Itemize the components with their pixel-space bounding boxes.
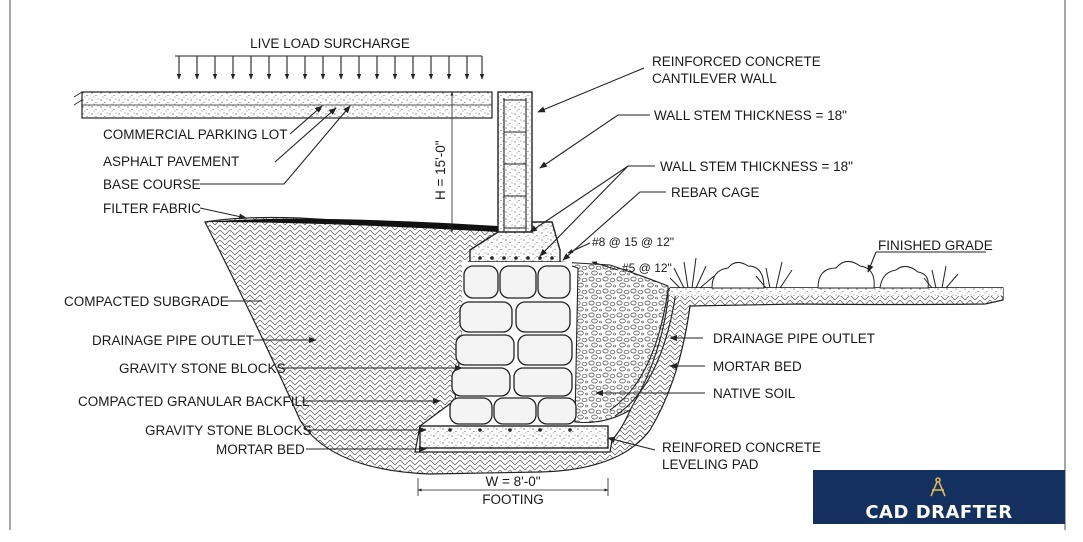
rebar-8-label: #8 @ 15 @ 12" <box>592 235 674 249</box>
heel-rebar-dots <box>478 256 554 260</box>
landscape-plants <box>669 257 959 289</box>
gravity-blocks-label-2: GRAVITY STONE BLOCKS <box>145 423 312 438</box>
drainage-left-label: DRAINAGE PIPE OUTLET <box>92 333 254 348</box>
base-course-label: BASE COURSE <box>103 177 201 192</box>
compass-icon <box>930 477 946 497</box>
finished-grade-topsoil <box>670 288 1003 296</box>
live-load-label: LIVE LOAD SURCHARGE <box>250 36 410 51</box>
drainage-channel-outer <box>614 291 677 417</box>
leveling-pad-rebar <box>448 428 572 432</box>
gravity-stone-blocks <box>449 265 577 425</box>
compacted-subgrade-soil <box>204 216 1004 475</box>
mortar-left-label: MORTAR BED <box>216 442 305 457</box>
cad-drafter-logo: CAD DRAFTER <box>813 470 1065 524</box>
footing-label: FOOTING <box>482 492 544 507</box>
wall-stem-label-1: WALL STEM THICKNESS = 18" <box>654 108 847 123</box>
filter-fabric <box>205 218 498 232</box>
rebar-cage-label: REBAR CAGE <box>671 185 760 200</box>
drainage-channel <box>609 289 669 411</box>
rebar-cage-grid <box>503 98 527 246</box>
filter-fabric-label: FILTER FABRIC <box>103 201 201 216</box>
reinforced-wall-label-2: CANTILEVER WALL <box>652 71 777 86</box>
native-soil-label: NATIVE SOIL <box>713 386 796 401</box>
wall-stem <box>497 91 533 251</box>
reinforced-wall-label-1: REINFORCED CONCRETE <box>652 54 821 69</box>
asphalt-label: ASPHALT PAVEMENT <box>103 154 239 169</box>
finished-grade-label: FINISHED GRADE <box>878 238 993 253</box>
logo-text: CAD DRAFTER <box>865 502 1012 523</box>
compacted-subgrade-label: COMPACTED SUBGRADE <box>64 294 229 309</box>
leveling-pad <box>419 425 609 449</box>
width-dimension-label: W = 8'-0" <box>485 474 540 489</box>
gravity-blocks-label-1: GRAVITY STONE BLOCKS <box>119 361 286 376</box>
leveling-pad-label-2: LEVELING PAD <box>662 457 759 472</box>
commercial-parking-label: COMMERCIAL PARKING LOT <box>103 127 288 142</box>
leveling-pad-label-1: REINFORED CONCRETE <box>662 440 821 455</box>
leader-lines <box>199 67 986 453</box>
live-load-arrows <box>176 56 485 80</box>
drainage-gravel-zone <box>559 261 669 424</box>
rebar-5-label: #5 @ 12" <box>622 261 672 275</box>
height-dimension-label: H = 15'-0" <box>433 140 448 200</box>
compacted-granular-label: COMPACTED GRANULAR BACKFILL <box>78 394 310 409</box>
pavement-break <box>73 91 83 106</box>
mortar-right-label: MORTAR BED <box>713 359 802 374</box>
drainage-right-label: DRAINAGE PIPE OUTLET <box>713 331 875 346</box>
wall-stem-label-2: WALL STEM THICKNESS = 18" <box>660 159 853 174</box>
